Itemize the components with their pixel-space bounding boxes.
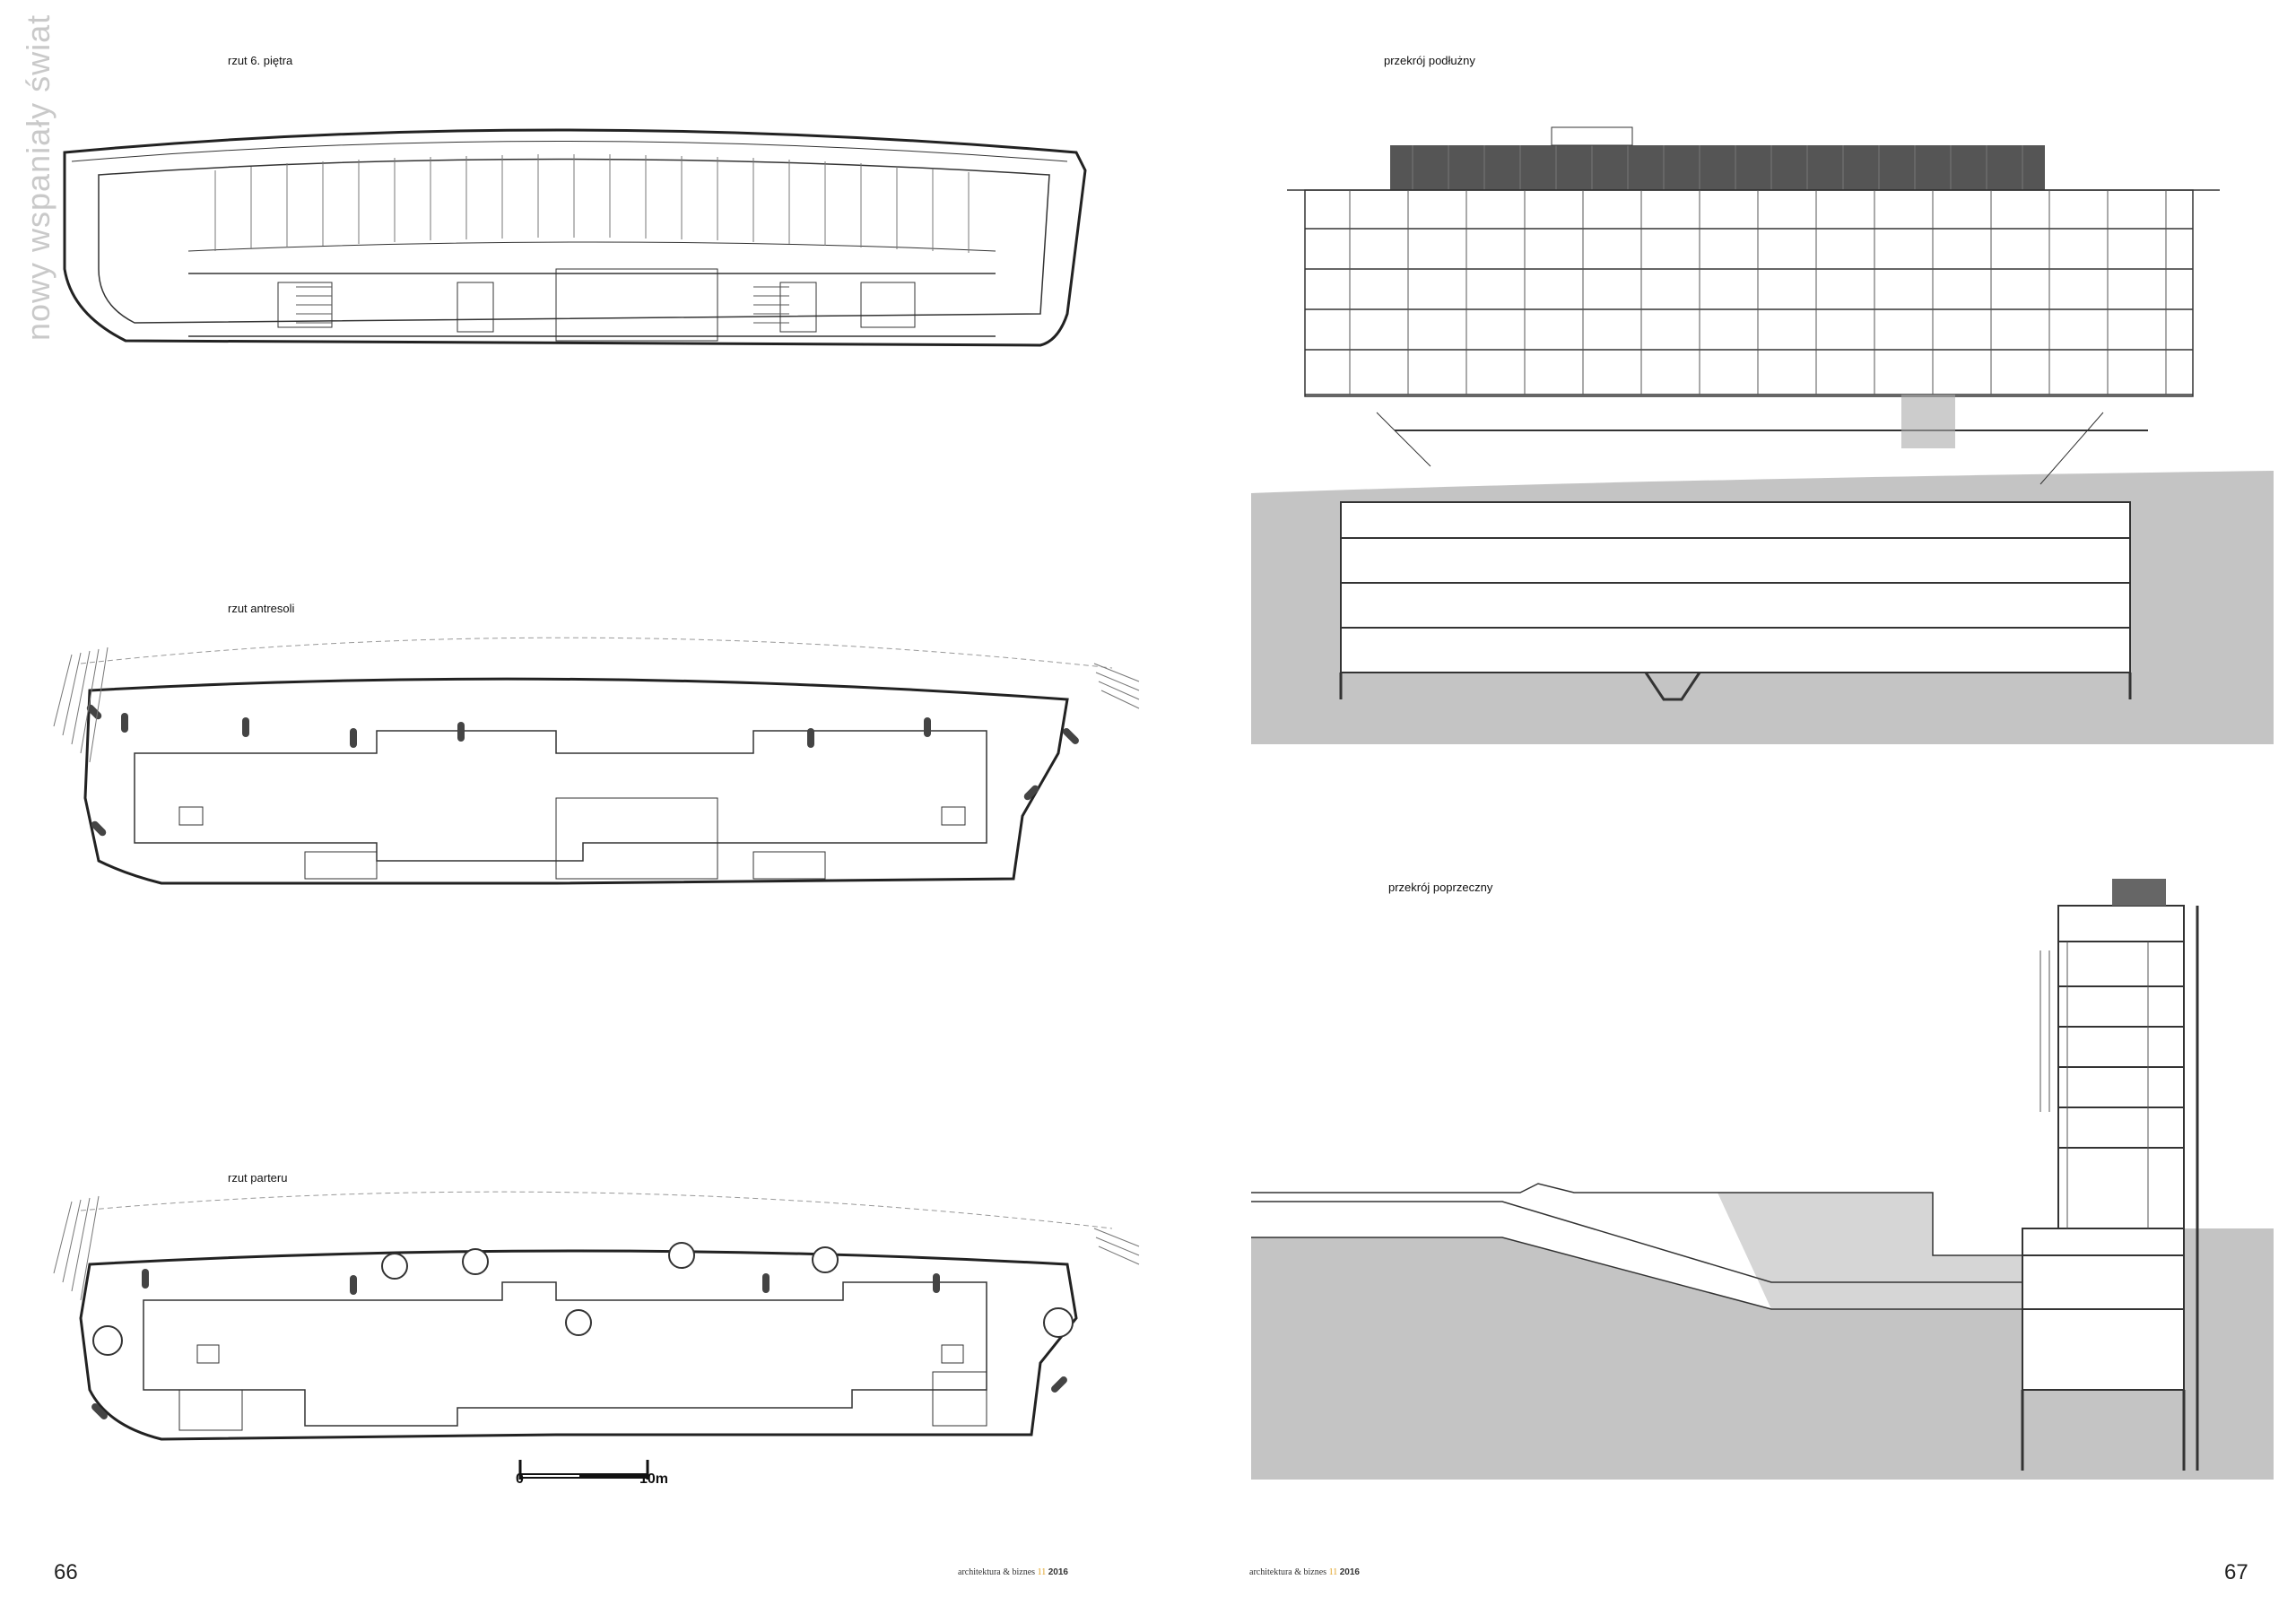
scale-bar xyxy=(518,1460,649,1480)
footer-left-issue: 11 xyxy=(1037,1567,1047,1577)
plan-label-6th-floor: rzut 6. piętra xyxy=(228,54,293,67)
footer-right: architektura & biznes 11 2016 xyxy=(1249,1567,1360,1577)
floor-plan-ground-floor xyxy=(53,1191,1140,1480)
section-label-longitudinal: przekrój podłużny xyxy=(1384,54,1475,67)
footer-left-year: 2016 xyxy=(1048,1567,1068,1577)
page-number-left: 66 xyxy=(54,1560,78,1584)
scale-bar-end-label: 10m xyxy=(639,1471,669,1487)
longitudinal-section-drawing xyxy=(1251,126,2274,744)
plan-label-mezzanine: rzut antresoli xyxy=(228,602,295,615)
footer-left-magazine: architektura & biznes xyxy=(958,1567,1036,1577)
page-number-right: 67 xyxy=(2224,1560,2248,1584)
section-title-vertical: nowy wspaniały świat xyxy=(20,13,57,341)
section-label-cross: przekrój poprzeczny xyxy=(1388,881,1493,894)
floor-plan-6th-floor xyxy=(63,128,1087,347)
cross-section-drawing xyxy=(1251,879,2274,1480)
footer-left: architektura & biznes 11 2016 xyxy=(958,1567,1068,1577)
footer-right-issue: 11 xyxy=(1328,1567,1338,1577)
footer-right-year: 2016 xyxy=(1339,1567,1360,1577)
plan-label-ground-floor: rzut parteru xyxy=(228,1171,288,1185)
scale-bar-start-label: 0 xyxy=(516,1471,524,1487)
footer-right-magazine: architektura & biznes xyxy=(1249,1567,1327,1577)
floor-plan-mezzanine xyxy=(53,637,1140,885)
